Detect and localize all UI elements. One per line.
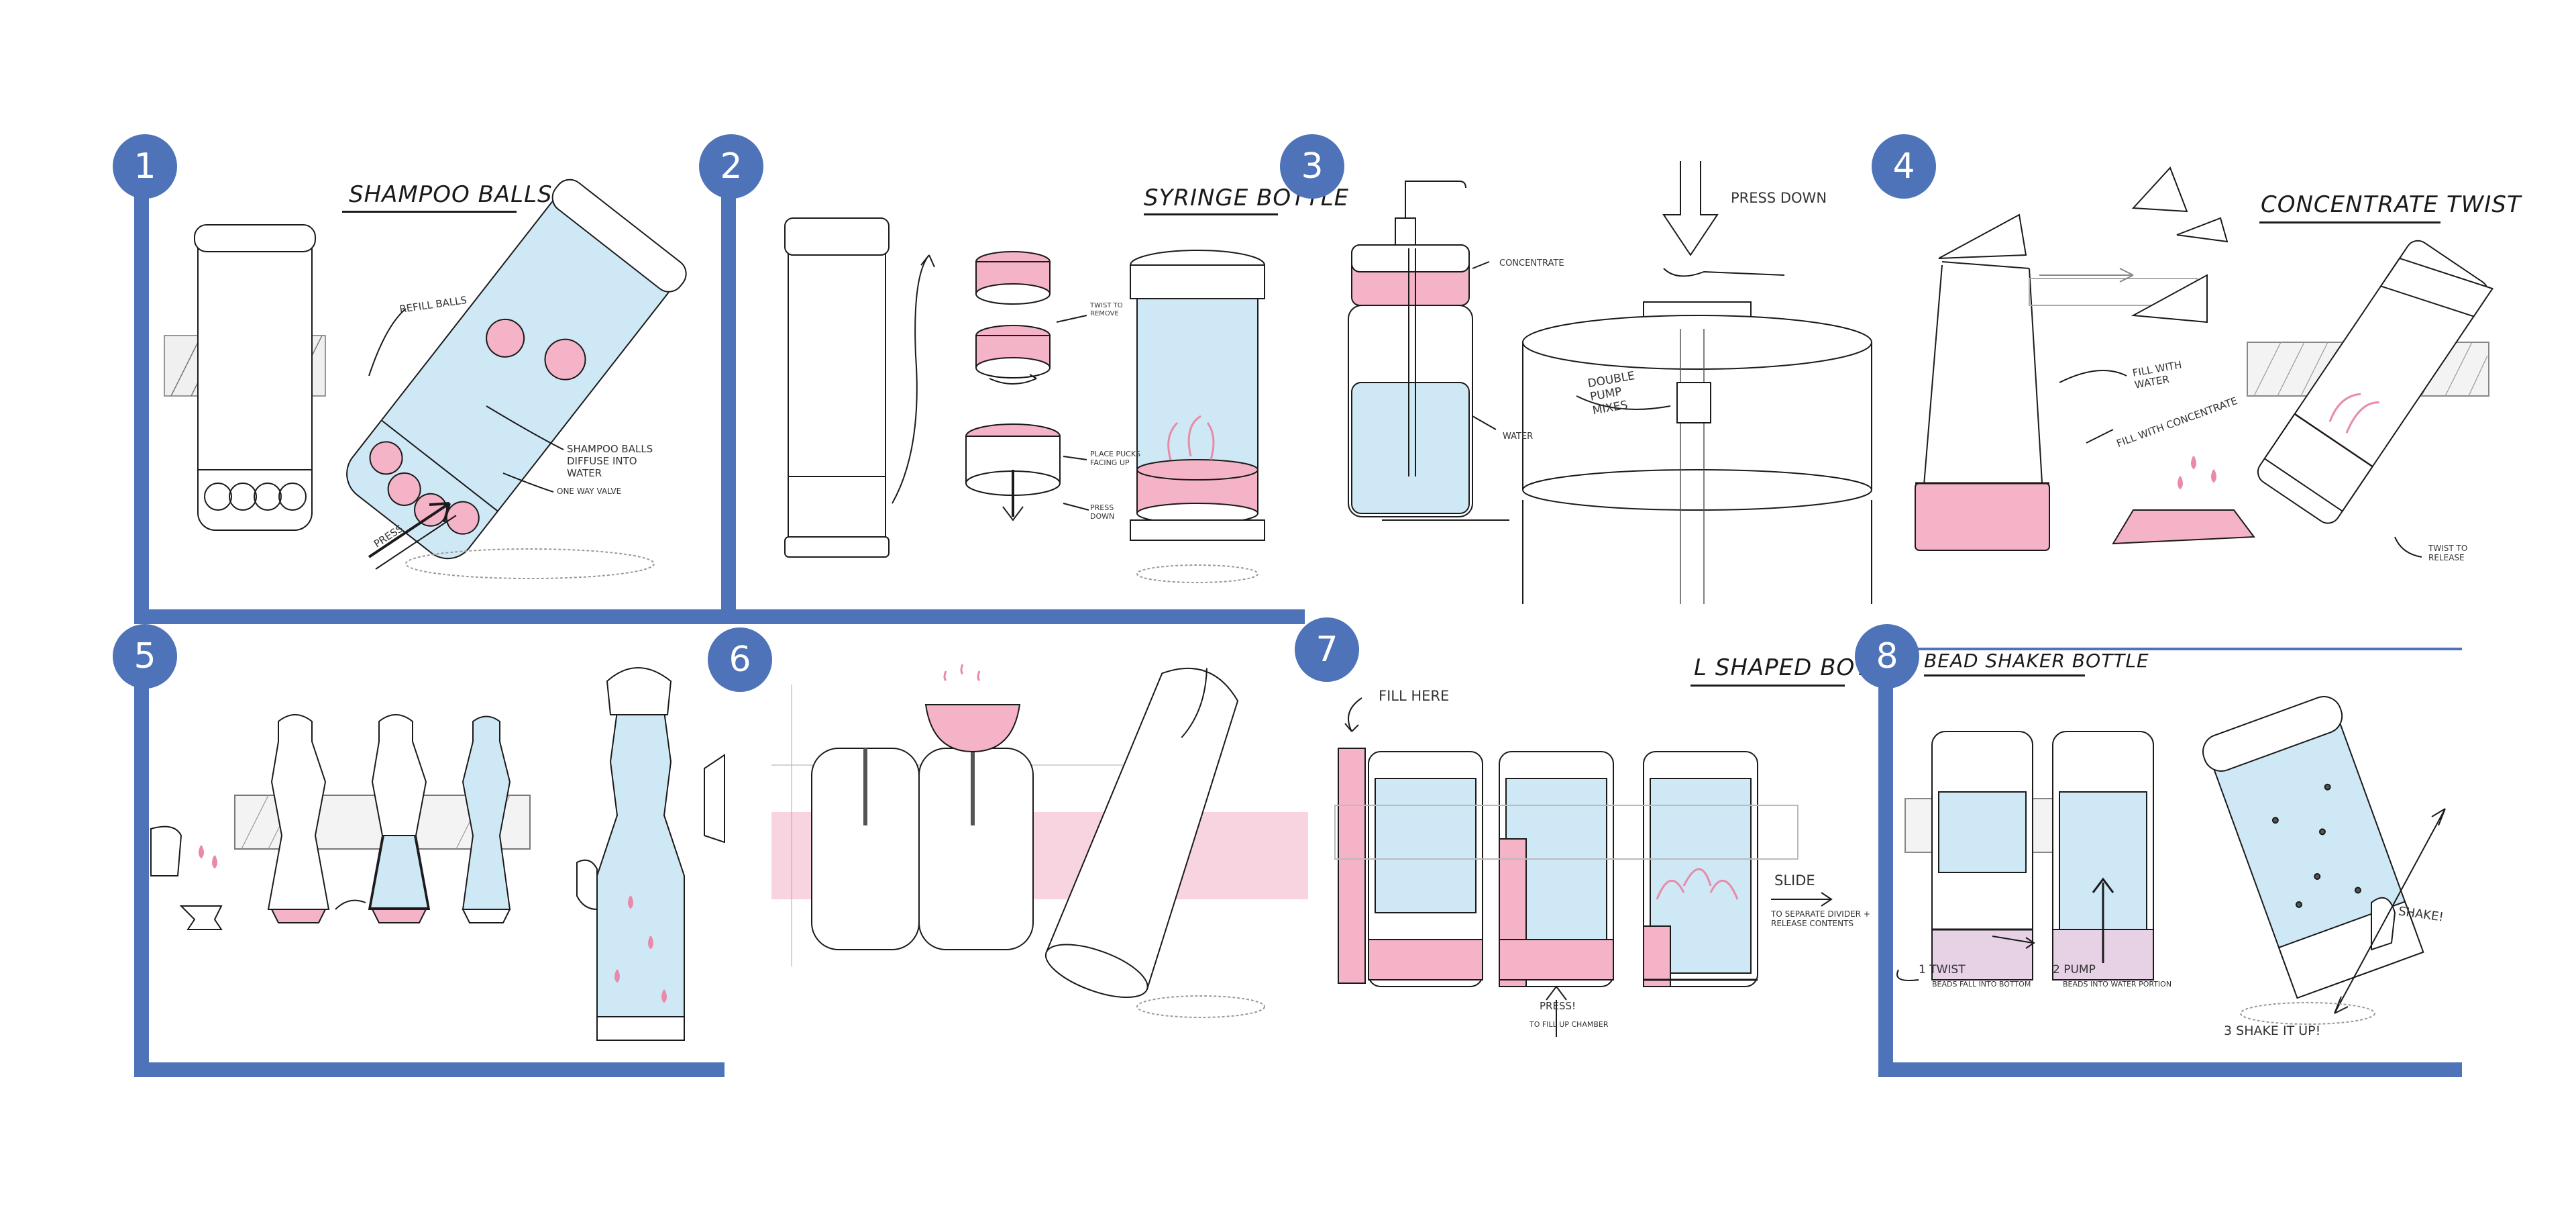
panel-frame-bottom — [721, 609, 1305, 624]
double-pump-sketch — [1315, 161, 1905, 617]
shampoo-balls-sketch — [134, 154, 724, 624]
concept-badge-2: 2 — [699, 134, 763, 199]
concept-badge-6: 6 — [708, 627, 772, 692]
note-slide: SLIDE — [1774, 872, 1815, 889]
note-fill-here: FILL HERE — [1379, 688, 1450, 704]
note-twist-to-remove: TWIST TO REMOVE — [1090, 302, 1123, 317]
note-shake-it-up: 3 SHAKE IT UP! — [2224, 1023, 2321, 1038]
note-beads-into-water: BEADS INTO WATER PORTION — [2063, 980, 2172, 989]
note-press: PRESS! — [1540, 1000, 1576, 1012]
concept-panel-1: REFILL BALLS SHAMPOO BALLS DIFFUSE INTO … — [134, 154, 724, 624]
panel-frame-left — [721, 154, 736, 624]
concept-badge-7: 7 — [1295, 617, 1359, 682]
concept-badge-5: 5 — [113, 624, 177, 689]
title-underline — [1924, 674, 2085, 676]
panel-frame-bottom — [1878, 1062, 2462, 1077]
concept-badge-8: 8 — [1855, 624, 1919, 689]
bead-shaker-sketch — [1878, 648, 2462, 1077]
panel-frame-top — [1878, 648, 2462, 650]
panel-frame-bottom — [134, 609, 724, 624]
note-one-way-valve: ONE WAY VALVE — [557, 487, 622, 496]
concept-badge-4: 4 — [1872, 134, 1936, 199]
syringe-bottle-sketch — [721, 154, 1305, 624]
note-place-pucks: PLACE PUCKS FACING UP — [1090, 450, 1141, 468]
concept-title-4: CONCENTRATE TWIST — [2261, 191, 2522, 218]
title-underline — [1690, 685, 1845, 687]
concept-panel-2: TWIST TO REMOVE PLACE PUCKS FACING UP PR… — [721, 154, 1305, 624]
concept-title-8: BEAD SHAKER BOTTLE — [1924, 650, 2149, 672]
l-shaped-bottle-sketch — [1335, 685, 1872, 1040]
note-twist-to-release: TWIST TO RELEASE — [2428, 544, 2468, 563]
split-bottle-sketch — [771, 644, 1308, 1034]
panel-frame-left — [134, 154, 149, 624]
concept-badge-1: 1 — [113, 134, 177, 199]
panel-frame-bottom — [134, 1062, 724, 1077]
panel-frame-left — [134, 654, 149, 1077]
title-underline — [2259, 221, 2440, 223]
note-twist-step: 1 TWIST — [1919, 963, 1966, 976]
panel-frame-left — [1878, 648, 1893, 1077]
note-water: WATER — [1503, 432, 1534, 442]
note-press-down: PRESS DOWN — [1090, 503, 1115, 521]
note-fill-up-chamber: TO FILL UP CHAMBER — [1529, 1020, 1609, 1029]
concept-title-1: SHAMPOO BALLS — [349, 181, 553, 208]
twist-carafe-sketch — [134, 654, 724, 1077]
concept-panel-5 — [134, 654, 724, 1077]
note-beads-fall: BEADS FALL INTO BOTTOM — [1932, 980, 2031, 989]
note-shampoo-balls-diffuse: SHAMPOO BALLS DIFFUSE INTO WATER — [567, 443, 653, 479]
title-underline — [1144, 213, 1278, 215]
concept-badge-3: 3 — [1280, 134, 1344, 199]
note-press-down: PRESS DOWN — [1731, 190, 1827, 206]
note-pump-step: 2 PUMP — [2053, 963, 2096, 976]
note-separate-divider: TO SEPARATE DIVIDER + RELEASE CONTENTS — [1771, 909, 1870, 929]
concentrate-twist-sketch — [1912, 161, 2516, 591]
title-underline — [342, 211, 517, 213]
note-concentrate: CONCENTRATE — [1499, 258, 1564, 268]
concept-panel-8 — [1878, 648, 2462, 1077]
